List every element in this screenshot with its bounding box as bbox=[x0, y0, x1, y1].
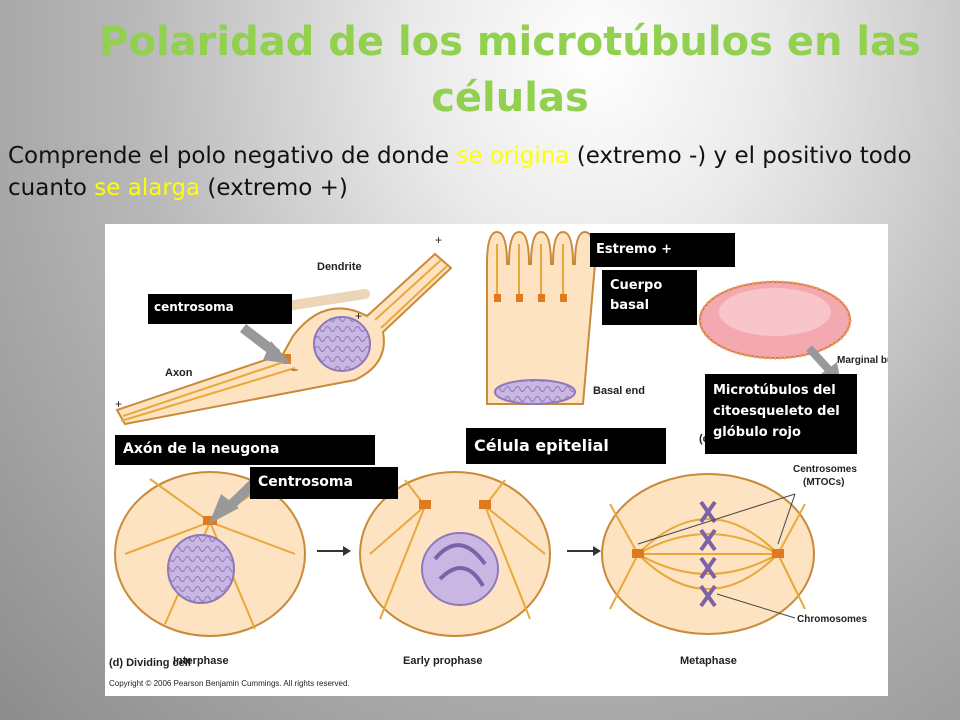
dividing-cell-label: (d) Dividing cell bbox=[109, 657, 191, 669]
prophase-centrosome bbox=[419, 500, 431, 509]
metaphase-centrosome bbox=[772, 549, 784, 558]
subtitle-highlight-grow: se alarga bbox=[94, 175, 201, 201]
basal-body bbox=[560, 294, 567, 302]
interphase-centrosome bbox=[203, 516, 217, 525]
early-prophase-label: Early prophase bbox=[403, 655, 482, 667]
basal-body bbox=[516, 294, 523, 302]
phase-arrow-head bbox=[593, 546, 601, 556]
epithelial-cell: Basal end bbox=[486, 230, 645, 405]
celula-epitelial-label: Célula epitelial bbox=[466, 428, 666, 464]
red-blood-cell: Marginal bundle (c bbox=[698, 280, 888, 445]
metaphase-centrosome bbox=[632, 549, 644, 558]
centrosomes-label: Centrosomes bbox=[793, 464, 857, 475]
basal-body bbox=[538, 294, 545, 302]
chromosomes bbox=[699, 500, 717, 608]
subtitle-text-3: (extremo +) bbox=[200, 175, 348, 201]
neuron-cell: Axon Dendrite + + + − bbox=[115, 233, 453, 426]
subtitle-text-2: (extremo -) y el positivo todo cuanto bbox=[8, 143, 912, 201]
chromosomes-label: Chromosomes bbox=[797, 614, 867, 625]
plus-mark: + bbox=[115, 397, 122, 411]
interphase-cell: Interphase bbox=[114, 471, 306, 667]
estremo-plus-label: Estremo + bbox=[590, 233, 735, 267]
centrosome-pointer bbox=[777, 493, 796, 545]
slide-title: Polaridad de los microtúbulos en las cél… bbox=[99, 19, 921, 121]
chromosome-pointer bbox=[716, 593, 796, 619]
centrosoma2-label: Centrosoma bbox=[250, 467, 398, 499]
plus-mark: + bbox=[355, 309, 362, 323]
neuron-nucleus bbox=[313, 316, 371, 372]
subtitle-text-1: Comprende el polo negativo de donde bbox=[8, 143, 457, 169]
metaphase-label: Metaphase bbox=[680, 655, 737, 667]
interphase-label: Interphase bbox=[173, 655, 229, 667]
neuron-centrosome bbox=[283, 354, 291, 364]
minus-mark: − bbox=[291, 363, 298, 377]
phase-arrow-head bbox=[343, 546, 351, 556]
axon-label: Axon bbox=[165, 367, 193, 379]
axon-neurona-label: Axón de la neugona bbox=[115, 435, 375, 465]
centrosome-pointer bbox=[637, 493, 796, 545]
figure-drawing: Axon Dendrite + + + − Basal end Mar bbox=[109, 230, 888, 688]
panel-c-label: (c bbox=[699, 433, 709, 445]
centrosoma-label: centrosoma bbox=[148, 294, 292, 324]
early-prophase-cell: Early prophase bbox=[359, 471, 551, 667]
arrow-icon bbox=[239, 324, 291, 364]
epithelial-nucleus bbox=[494, 379, 576, 405]
cuerpo-basal-label: Cuerpo basal bbox=[602, 270, 697, 325]
marginal-bundle-label: Marginal bundle bbox=[837, 355, 888, 366]
metaphase-cell: Metaphase bbox=[601, 473, 815, 667]
basal-end-label: Basal end bbox=[593, 385, 645, 397]
dendrite-label: Dendrite bbox=[317, 261, 362, 273]
microtubulos-label: Microtúbulos del citoesqueleto del glóbu… bbox=[705, 374, 857, 454]
prophase-centrosome bbox=[479, 500, 491, 509]
basal-body bbox=[494, 294, 501, 302]
mtocs-label: (MTOCs) bbox=[803, 477, 844, 488]
subtitle-highlight-origin: se origina bbox=[456, 143, 570, 169]
copyright-text: Copyright © 2006 Pearson Benjamin Cummin… bbox=[109, 679, 350, 688]
plus-mark: + bbox=[435, 233, 442, 247]
slide-subtitle: Comprende el polo negativo de donde se o… bbox=[8, 140, 958, 204]
